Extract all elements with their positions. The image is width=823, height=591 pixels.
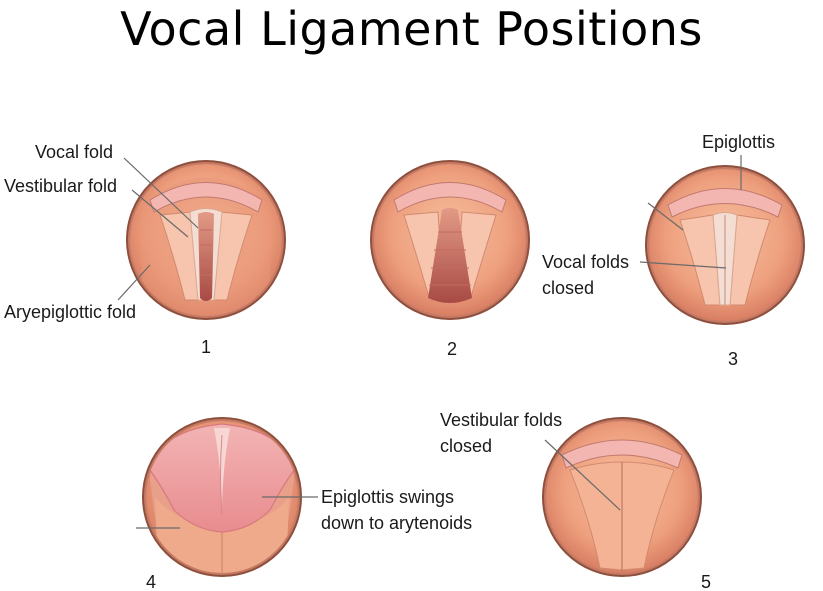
label-vestibular-folds-closed-line2: closed [440,436,492,456]
label-vestibular-fold: Vestibular fold [4,176,117,196]
label-vocal-fold: Vocal fold [35,142,113,162]
panel-number-5: 5 [701,572,711,591]
page-title: Vocal Ligament Positions [120,2,703,56]
leader-aryepiglottic-fold [117,264,151,301]
label-epiglottis: Epiglottis [702,132,775,152]
leader-vocal-fold [123,157,199,229]
leader-vestibular-fold [131,189,189,238]
larynx-illustration-4 [142,417,302,577]
larynx-illustration-3 [645,165,805,325]
panel-number-1: 1 [201,337,211,357]
larynx-illustration-5 [542,417,702,577]
label-epiglottis-swings-line1: Epiglottis swings [321,487,454,507]
larynx-illustration-1 [126,160,286,320]
leader-vocal-folds-closed [639,261,727,269]
label-aryepiglottic-fold: Aryepiglottic fold [4,302,136,322]
panel-number-2: 2 [447,339,457,359]
larynx-illustration-2 [370,160,530,320]
panel-number-4: 4 [146,572,156,591]
label-vestibular-folds-closed-line1: Vestibular folds [440,410,562,430]
leader-vestibular-folds-closed [544,439,621,511]
leader-aryepiglottic-3 [647,202,684,231]
panel-number-3: 3 [728,349,738,369]
label-epiglottis-swings-line2: down to arytenoids [321,513,472,533]
label-vocal-folds-closed-line2: closed [542,278,594,298]
label-vocal-folds-closed-line1: Vocal folds [542,252,629,272]
